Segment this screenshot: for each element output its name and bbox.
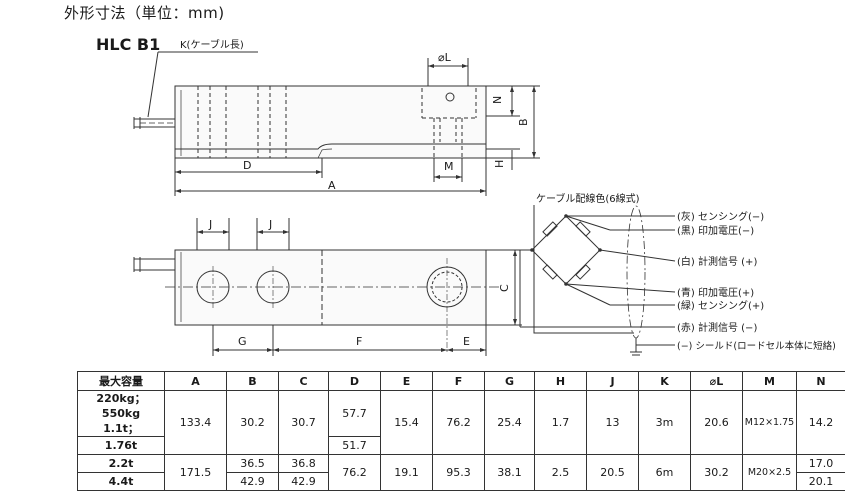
table-cell: 171.5 bbox=[164, 454, 227, 491]
header-cell: M bbox=[742, 371, 797, 391]
table-cell: 133.4 bbox=[164, 390, 227, 455]
wire-label: (赤) 計測信号 (−) bbox=[677, 321, 757, 334]
page-title: 外形寸法（単位：mm) bbox=[64, 4, 225, 22]
table-cell: 1.7 bbox=[534, 390, 587, 455]
dim-N-label: N bbox=[491, 96, 504, 104]
table-cell: 17.0 bbox=[796, 454, 845, 473]
header-cell: 最大容量 bbox=[77, 371, 165, 391]
header-cell: A bbox=[164, 371, 227, 391]
table-cell: 76.2 bbox=[328, 454, 381, 491]
top-view-body bbox=[174, 249, 487, 326]
cable-length-label: K(ケーブル長) bbox=[180, 38, 244, 51]
table-cell: 76.2 bbox=[432, 390, 485, 455]
wire-label: (青) 印加電圧(+) bbox=[677, 286, 754, 299]
wire-label: (灰) センシング(−) bbox=[677, 210, 764, 223]
header-cell: D bbox=[328, 371, 381, 391]
capacity-cell: 4.4t bbox=[77, 472, 165, 491]
capacity-cell: 1.76t bbox=[77, 436, 165, 455]
wheatstone-bridge bbox=[531, 215, 601, 285]
table-cell: 38.1 bbox=[484, 454, 535, 491]
dimension-drawing: HLC B1 K(ケーブル長) ⌀L N B H D M A J J G F E… bbox=[96, 35, 836, 356]
table-cell: 30.7 bbox=[278, 390, 329, 455]
table-row: 1.76t 51.7 bbox=[77, 436, 845, 455]
dim-A-label: A bbox=[328, 179, 336, 192]
table-cell: 3m bbox=[638, 390, 691, 455]
table-row: 4.4t 42.9 42.9 20.1 bbox=[77, 472, 845, 491]
header-cell: N bbox=[796, 371, 845, 391]
wire-label: (緑) センシング(+) bbox=[677, 299, 764, 312]
dim-H-label: H bbox=[493, 160, 506, 168]
wire-label: (黒) 印加電圧(−) bbox=[677, 225, 754, 237]
wire-label: (−) シールド(ロードセル本体に短絡) bbox=[677, 340, 836, 352]
table-cell: 30.2 bbox=[690, 454, 743, 491]
header-cell: G bbox=[484, 371, 535, 391]
wire-label: (白) 計測信号 (+) bbox=[677, 255, 757, 268]
capacity-text: 1.1t； bbox=[103, 422, 139, 435]
capacity-cell: 2.2t bbox=[77, 454, 165, 473]
table-row: 220kg；550kg 1.1t； 133.4 30.2 30.7 57.7 1… bbox=[77, 390, 845, 455]
table-header-row: 最大容量 A B C D E F G H J K ⌀L M N bbox=[77, 371, 845, 391]
table-cell: 15.4 bbox=[380, 390, 433, 455]
spec-table: 最大容量 A B C D E F G H J K ⌀L M N 220kg；55… bbox=[77, 371, 845, 491]
table-cell: 42.9 bbox=[278, 472, 329, 491]
table-cell: M20×2.5 bbox=[742, 454, 797, 491]
table-cell: 19.1 bbox=[380, 454, 433, 491]
header-cell: H bbox=[534, 371, 587, 391]
table-cell: 20.6 bbox=[690, 390, 743, 455]
table-cell: 6m bbox=[638, 454, 691, 491]
header-cell: J bbox=[586, 371, 639, 391]
dim-C-label: C bbox=[498, 284, 511, 292]
table-cell: 2.5 bbox=[534, 454, 587, 491]
header-cell: ⌀L bbox=[690, 371, 743, 391]
header-cell: C bbox=[278, 371, 329, 391]
header-cell: E bbox=[380, 371, 433, 391]
table-cell: 25.4 bbox=[484, 390, 535, 455]
table-row: 2.2t 171.5 36.5 36.8 76.2 19.1 95.3 38.1… bbox=[77, 454, 845, 491]
table-cell: 20.5 bbox=[586, 454, 639, 491]
table-cell: 13 bbox=[586, 390, 639, 455]
dim-B-label: B bbox=[517, 118, 530, 126]
table-cell: 57.7 bbox=[328, 390, 381, 437]
dim-L-label: ⌀L bbox=[438, 51, 452, 64]
dim-E-label: E bbox=[463, 335, 470, 348]
table-cell: 42.9 bbox=[226, 472, 279, 491]
dim-G-label: G bbox=[238, 335, 247, 348]
dim-F-label: F bbox=[356, 335, 362, 348]
wiring-title: ケーブル配線色(6線式) bbox=[536, 192, 640, 205]
header-cell: B bbox=[226, 371, 279, 391]
table-cell: 30.2 bbox=[226, 390, 279, 455]
table-cell: 36.5 bbox=[226, 454, 279, 473]
table-cell: 14.2 bbox=[796, 390, 845, 455]
dim-D-label: D bbox=[243, 159, 251, 172]
side-view-body bbox=[174, 85, 487, 159]
dim-M-label: M bbox=[444, 160, 454, 173]
table-cell: 36.8 bbox=[278, 454, 329, 473]
dim-J2-label: J bbox=[268, 218, 272, 231]
header-cell: K bbox=[638, 371, 691, 391]
model-label: HLC B1 bbox=[96, 35, 160, 54]
capacity-cell: 220kg；550kg 1.1t； bbox=[77, 390, 165, 437]
capacity-text: 220kg；550kg bbox=[96, 392, 146, 420]
header-cell: F bbox=[432, 371, 485, 391]
dim-J1-label: J bbox=[208, 218, 212, 231]
table-cell: M12×1.75 bbox=[742, 390, 797, 455]
table-cell: 51.7 bbox=[328, 436, 381, 455]
table-cell: 20.1 bbox=[796, 472, 845, 491]
table-cell: 95.3 bbox=[432, 454, 485, 491]
